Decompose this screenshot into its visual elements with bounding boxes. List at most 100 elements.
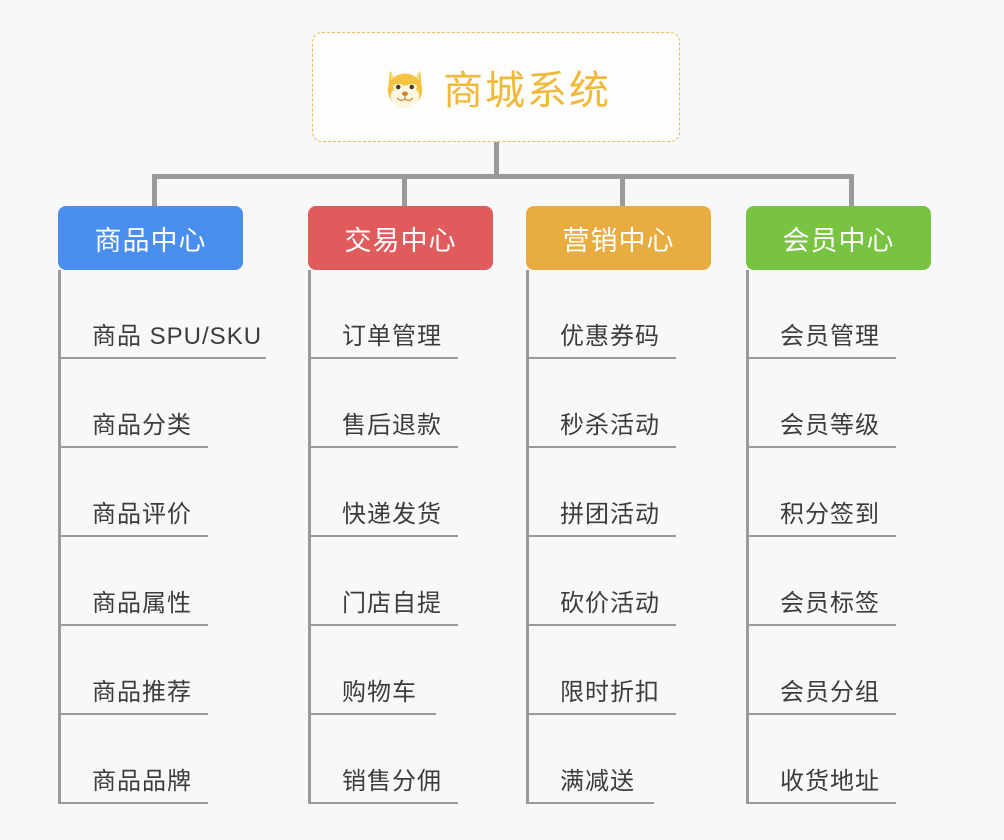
branch-trade-center: 交易中心 订单管理 售后退款 快递发货 门店自提 购物车 (308, 206, 493, 804)
leaf-label: 会员等级 (780, 412, 880, 439)
leaf-item[interactable]: 购物车 (308, 626, 493, 715)
leaf-label: 商品品牌 (92, 768, 192, 795)
branch-header-member-center[interactable]: 会员中心 (746, 206, 931, 270)
branch-label: 会员中心 (782, 225, 895, 256)
leaf-underline (746, 446, 896, 448)
leaf-underline (746, 802, 896, 804)
leaf-label: 秒杀活动 (560, 412, 660, 439)
leaf-underline (58, 535, 208, 537)
leaf-label: 满减送 (560, 768, 635, 795)
leaf-label: 拼团活动 (560, 501, 660, 528)
leaf-label: 积分签到 (780, 501, 880, 528)
leaf-label: 商品评价 (92, 501, 192, 528)
leaf-list: 商品 SPU/SKU 商品分类 商品评价 商品属性 商品推荐 商品品牌 (58, 270, 266, 804)
leaf-item[interactable]: 商品评价 (58, 448, 262, 537)
leaf-underline (746, 357, 896, 359)
leaf-label: 售后退款 (342, 412, 442, 439)
leaf-underline (308, 802, 458, 804)
leaf-item[interactable]: 砍价活动 (526, 537, 711, 626)
leaf-item[interactable]: 秒杀活动 (526, 359, 711, 448)
leaf-underline (746, 713, 896, 715)
leaf-label: 砍价活动 (560, 590, 660, 617)
leaf-list: 优惠券码 秒杀活动 拼团活动 砍价活动 限时折扣 满减送 (526, 270, 711, 804)
leaf-item[interactable]: 商品品牌 (58, 715, 262, 804)
leaf-item[interactable]: 会员等级 (746, 359, 931, 448)
leaf-item[interactable]: 积分签到 (746, 448, 931, 537)
root-node[interactable]: 商城系统 (312, 32, 680, 142)
leaf-item[interactable]: 会员分组 (746, 626, 931, 715)
leaf-item[interactable]: 拼团活动 (526, 448, 711, 537)
leaf-underline (746, 535, 896, 537)
dog-face-icon (381, 63, 429, 111)
branch-header-trade-center[interactable]: 交易中心 (308, 206, 493, 270)
leaf-underline (526, 802, 654, 804)
branch-label: 营销中心 (562, 225, 675, 256)
branch-label: 交易中心 (344, 225, 457, 256)
leaf-item[interactable]: 商品推荐 (58, 626, 262, 715)
branch-spine (58, 270, 61, 804)
leaf-item[interactable]: 满减送 (526, 715, 711, 804)
leaf-item[interactable]: 收货地址 (746, 715, 931, 804)
connector-drop-2 (402, 174, 407, 208)
connector-drop-3 (620, 174, 625, 208)
branch-header-marketing-center[interactable]: 营销中心 (526, 206, 711, 270)
leaf-underline (526, 357, 676, 359)
branch-label: 商品中心 (94, 225, 207, 256)
leaf-item[interactable]: 订单管理 (308, 270, 493, 359)
branch-spine (746, 270, 749, 804)
leaf-item[interactable]: 限时折扣 (526, 626, 711, 715)
root-title: 商城系统 (443, 69, 611, 113)
leaf-item[interactable]: 优惠券码 (526, 270, 711, 359)
connector-drop-4 (849, 174, 854, 208)
leaf-label: 门店自提 (342, 590, 442, 617)
leaf-label: 会员分组 (780, 679, 880, 706)
leaf-underline (746, 624, 896, 626)
branch-spine (526, 270, 529, 804)
branch-marketing-center: 营销中心 优惠券码 秒杀活动 拼团活动 砍价活动 限时折扣 (526, 206, 711, 804)
connector-rail (152, 174, 852, 179)
leaf-item[interactable]: 快递发货 (308, 448, 493, 537)
leaf-item[interactable]: 商品 SPU/SKU (58, 270, 266, 359)
connector-root-stem (494, 142, 499, 178)
leaf-item[interactable]: 门店自提 (308, 537, 493, 626)
leaf-label: 商品分类 (92, 412, 192, 439)
leaf-list: 订单管理 售后退款 快递发货 门店自提 购物车 销售分佣 (308, 270, 493, 804)
leaf-label: 商品属性 (92, 590, 192, 617)
leaf-underline (58, 713, 208, 715)
leaf-item[interactable]: 销售分佣 (308, 715, 493, 804)
branch-header-product-center[interactable]: 商品中心 (58, 206, 243, 270)
leaf-label: 购物车 (342, 679, 417, 706)
leaf-underline (526, 713, 676, 715)
leaf-label: 订单管理 (342, 323, 442, 350)
leaf-underline (526, 624, 676, 626)
leaf-underline (58, 802, 208, 804)
leaf-item[interactable]: 售后退款 (308, 359, 493, 448)
leaf-label: 快递发货 (342, 501, 442, 528)
connector-drop-1 (152, 174, 157, 208)
leaf-label: 商品 SPU/SKU (92, 323, 263, 350)
leaf-label: 会员管理 (780, 323, 880, 350)
leaf-underline (58, 357, 266, 359)
leaf-item[interactable]: 会员管理 (746, 270, 931, 359)
leaf-label: 限时折扣 (560, 679, 660, 706)
leaf-underline (526, 446, 676, 448)
branch-spine (308, 270, 311, 804)
leaf-label: 收货地址 (780, 768, 880, 795)
leaf-underline (308, 713, 436, 715)
leaf-item[interactable]: 会员标签 (746, 537, 931, 626)
branch-member-center: 会员中心 会员管理 会员等级 积分签到 会员标签 会员分组 (746, 206, 931, 804)
leaf-label: 商品推荐 (92, 679, 192, 706)
leaf-list: 会员管理 会员等级 积分签到 会员标签 会员分组 收货地址 (746, 270, 931, 804)
leaf-label: 销售分佣 (342, 768, 442, 795)
leaf-item[interactable]: 商品分类 (58, 359, 262, 448)
branch-product-center: 商品中心 商品 SPU/SKU 商品分类 商品评价 商品属性 商品推荐 (58, 206, 266, 804)
leaf-underline (308, 357, 458, 359)
leaf-item[interactable]: 商品属性 (58, 537, 262, 626)
leaf-underline (58, 446, 208, 448)
leaf-underline (308, 446, 458, 448)
leaf-underline (58, 624, 208, 626)
leaf-underline (308, 535, 458, 537)
leaf-underline (308, 624, 458, 626)
leaf-label: 会员标签 (780, 590, 880, 617)
